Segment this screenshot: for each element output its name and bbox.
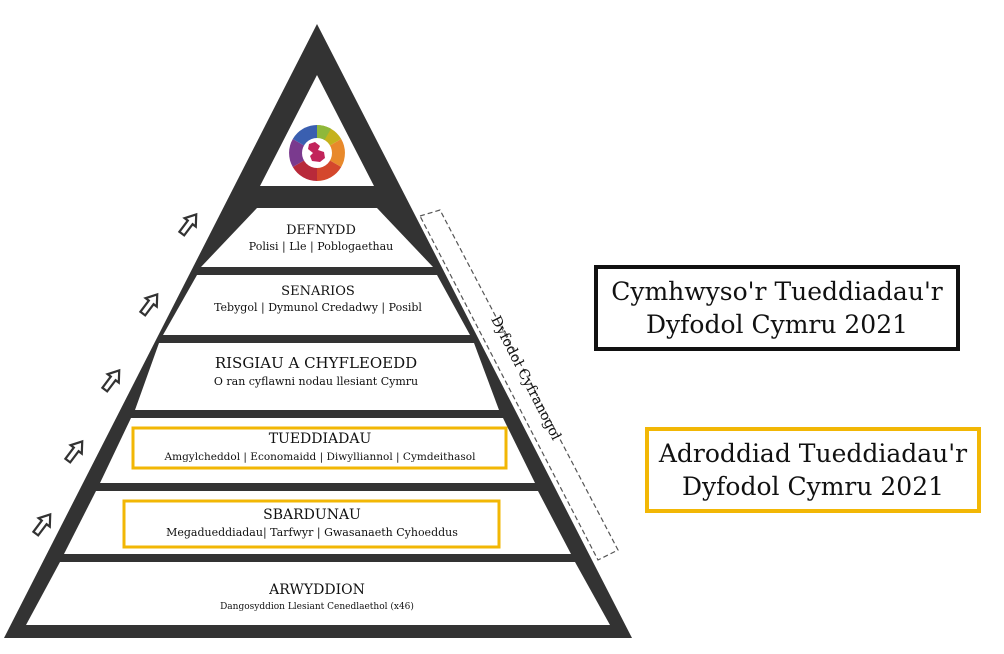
tueddiadau-highlight-frame <box>131 426 508 470</box>
applying-trends-line2: Dyfodol Cymru 2021 <box>645 310 909 339</box>
applying-trends-box: Cymhwyso'r Tueddiadau'r Dyfodol Cymru 20… <box>594 265 960 351</box>
up-arrow-icon-5 <box>31 512 52 537</box>
up-arrow-icon-3 <box>100 368 121 393</box>
tier-subtitle-defnydd: Polisi | Lle | Poblogaethau <box>249 240 394 254</box>
tier-title-risgiau: RISGIAU A CHYFLEOEDD <box>215 354 417 372</box>
tier-subtitle-tueddiadau: Amgylcheddol | Economaidd | Diwylliannol… <box>164 451 477 464</box>
tier-band-senarios <box>163 275 470 335</box>
tier-subtitle-sbardunau: Megadueddiadau| Tarfwyr | Gwasanaeth Cyh… <box>166 526 458 540</box>
tier-band-defnydd <box>201 208 433 267</box>
tier-title-defnydd: DEFNYDD <box>286 223 356 238</box>
up-arrow-icon-2 <box>138 292 159 317</box>
tier-band-sbardunau <box>64 491 571 554</box>
tier-band-arwyddion <box>26 562 610 625</box>
tier-title-sbardunau: SBARDUNAU <box>263 507 361 523</box>
up-arrow-icon-4 <box>63 439 84 464</box>
tier-band-risgiau <box>135 343 499 410</box>
up-arrow-icon-1 <box>177 212 198 237</box>
tier-subtitle-arwyddion: Dangosyddion Llesiant Cenedlaethol (x46) <box>220 601 414 612</box>
applying-trends-line1: Cymhwyso'r Tueddiadau'r <box>611 277 943 306</box>
tier-subtitle-senarios: Tebygol | Dymunol Credadwy | Posibl <box>214 301 422 315</box>
trends-report-box: Adroddiad Tueddiadau'r Dyfodol Cymru 202… <box>645 427 981 513</box>
tier-title-arwyddion: ARWYDDION <box>268 582 365 598</box>
tier-title-senarios: SENARIOS <box>281 284 355 299</box>
wales-wellbeing-goals-wheel-icon <box>289 125 345 181</box>
trends-report-line2: Dyfodol Cymru 2021 <box>681 472 945 501</box>
tier-subtitle-risgiau: O ran cyflawni nodau llesiant Cymru <box>214 375 418 388</box>
sbardunau-highlight-frame <box>122 499 501 549</box>
trends-report-line1: Adroddiad Tueddiadau'r <box>658 439 968 468</box>
tier-title-tueddiadau: TUEDDIADAU <box>269 431 372 447</box>
up-arrows <box>31 212 198 537</box>
